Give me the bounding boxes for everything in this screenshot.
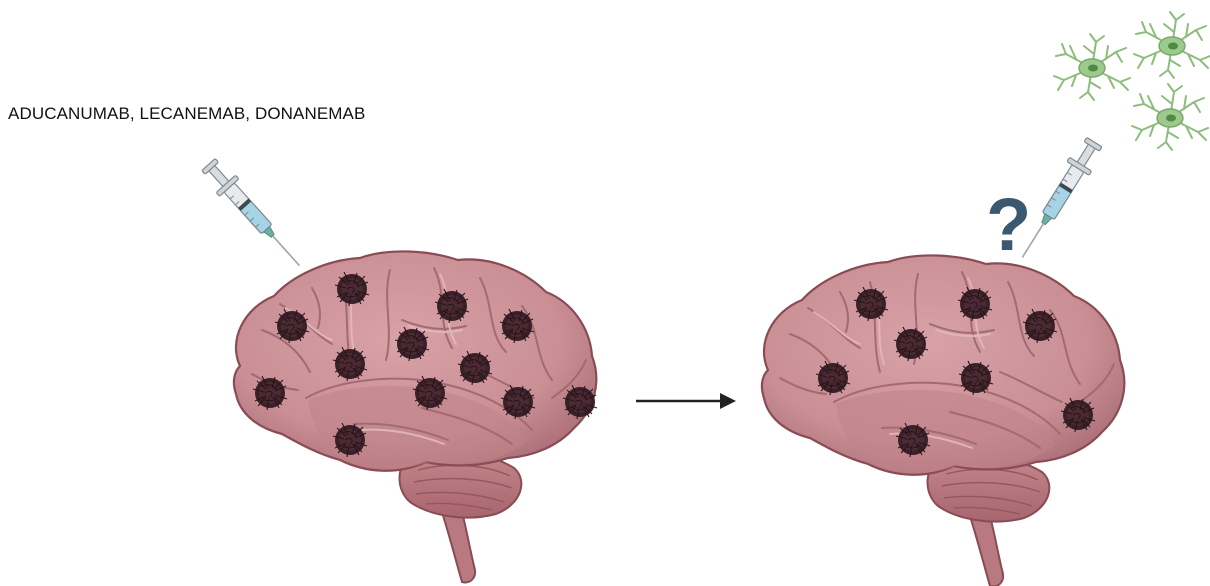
stem-cell-icon	[1132, 84, 1208, 150]
arrow-icon	[636, 393, 736, 409]
brain-icon	[234, 251, 596, 582]
stem-cell-icon	[1054, 34, 1130, 100]
syringe-icon	[199, 156, 309, 274]
therapy-label: ADUCANUMAB, LECANEMAB, DONANEMAB	[8, 104, 365, 124]
question-mark-icon: ?	[986, 188, 1031, 262]
stem-cell-icon	[1134, 12, 1210, 78]
